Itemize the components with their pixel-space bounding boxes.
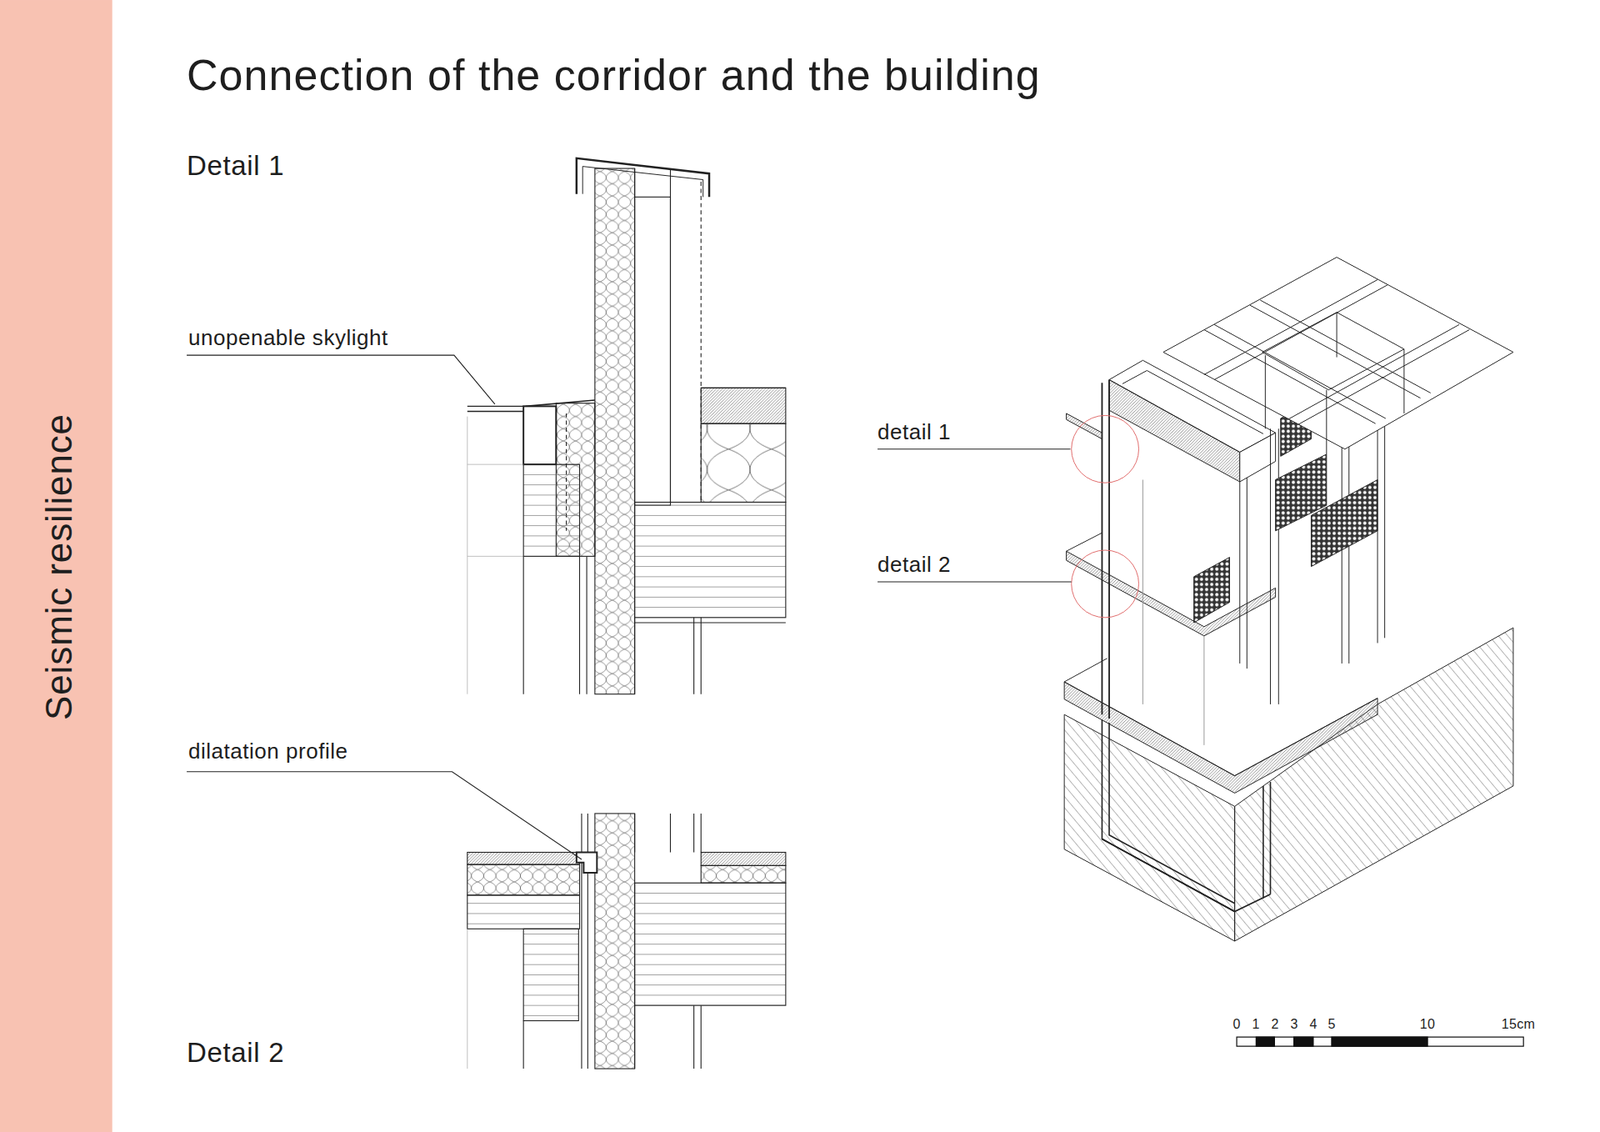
section-detail-1: [467, 405, 526, 411]
axonometric-view: [1265, 312, 1405, 455]
section-detail-1: [595, 168, 635, 695]
scale-bar: [1236, 1036, 1524, 1046]
side-band: [0, 0, 113, 1132]
section-detail-1: [700, 387, 786, 424]
section-detail-1: [582, 166, 703, 198]
section-detail-2: [467, 851, 580, 865]
axonometric-view: [1194, 557, 1230, 623]
section-detail-1: [523, 555, 587, 694]
axonometric-view: [1204, 300, 1431, 424]
section-detail-1: [700, 423, 786, 502]
axonometric-view: [1064, 714, 1235, 941]
leader-line: [186, 355, 1072, 860]
axonometric-view: [1163, 257, 1514, 450]
section-detail-2: [467, 895, 580, 929]
axonometric-view: [1270, 413, 1385, 705]
scale-number: 2: [1270, 1017, 1279, 1031]
detail-marker: [1071, 550, 1140, 618]
section-detail-1: [635, 387, 786, 623]
section-detail-2: [523, 928, 579, 1020]
axonometric-view: [1109, 380, 1240, 482]
axonometric-view: [1066, 413, 1103, 440]
section-detail-1: [576, 158, 710, 198]
section-detail-1: [523, 464, 580, 556]
leader-line: [186, 771, 582, 860]
detail-marker: [1071, 415, 1140, 483]
detail-marker: [1071, 415, 1140, 617]
axonometric-view: [1101, 380, 1110, 720]
section-detail-2: [523, 1020, 525, 1070]
axonometric-view: [1142, 480, 1204, 745]
scale-number: 1: [1251, 1017, 1260, 1031]
axonometric-view: [1101, 719, 1270, 911]
axonometric-view: [1310, 480, 1378, 567]
axonometric-view: [1066, 532, 1276, 636]
axonometric-view: [1064, 257, 1514, 941]
section-detail-2: [595, 813, 635, 1069]
scale-bar: [1294, 1036, 1314, 1046]
scale-number: 10: [1420, 1017, 1435, 1031]
section-detail-1: [635, 501, 786, 617]
detail-heading: Detail 1: [186, 151, 285, 180]
section-detail-1: [467, 416, 524, 695]
leader-line: [877, 448, 1070, 450]
axonometric-view: [1235, 627, 1514, 941]
section-detail-1: [467, 158, 786, 695]
axonometric-view: [1240, 477, 1248, 669]
section-detail-2: [576, 851, 597, 872]
sheet-title: Connection of the corridor and the build…: [186, 53, 1041, 97]
scale-number: 15cm: [1501, 1017, 1535, 1031]
callout-label: dilatation profile: [188, 740, 348, 762]
scale-number: 3: [1290, 1017, 1298, 1031]
callout-label: detail 1: [877, 420, 951, 443]
callout-label: unopenable skylight: [188, 326, 389, 349]
scale-bar: [1236, 1036, 1524, 1046]
section-detail-1: [523, 405, 556, 465]
detail-heading: Detail 2: [186, 1038, 285, 1066]
section-detail-1: [635, 196, 671, 505]
leader-line: [186, 355, 495, 405]
scale-number: 0: [1232, 1017, 1240, 1031]
section-detail-2: [466, 928, 468, 1069]
side-band-label: Seismic resilience: [40, 413, 78, 720]
axonometric-view: [1101, 839, 1270, 912]
section-detail-2: [700, 865, 786, 883]
scale-number: 4: [1309, 1017, 1317, 1031]
section-detail-2: [467, 813, 786, 1069]
callout-label: detail 2: [877, 553, 951, 575]
section-detail-2: [467, 864, 580, 895]
leader-line: [877, 580, 1072, 582]
axonometric-view: [1064, 681, 1378, 793]
axonometric-view: [1262, 312, 1405, 390]
section-detail-2: [700, 851, 786, 865]
scale-bar: [1331, 1036, 1428, 1046]
scale-bar: [1255, 1036, 1275, 1046]
scale-number: 5: [1327, 1017, 1335, 1031]
section-detail-2: [635, 882, 786, 1005]
